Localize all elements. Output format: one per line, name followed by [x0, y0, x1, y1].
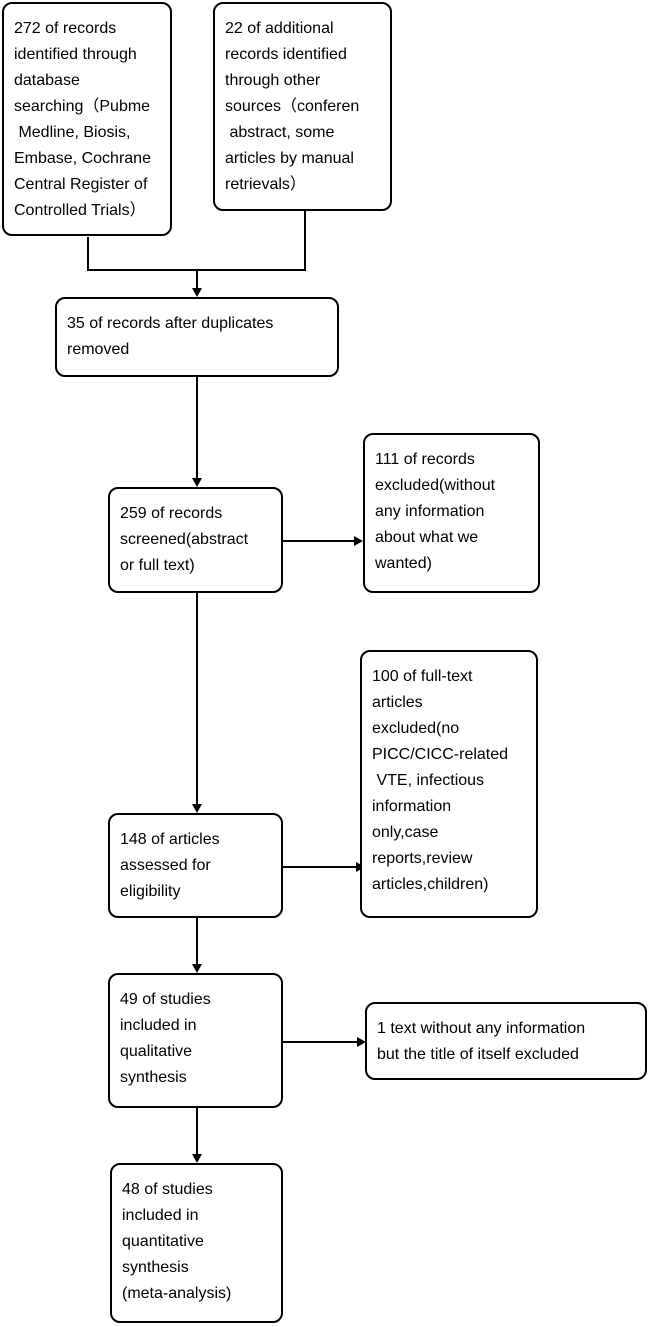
arrowhead-to-qualitative	[192, 964, 202, 973]
node-records-excluded: 111 of records excluded(without any info…	[363, 433, 540, 593]
arrowhead-to-duplicates	[192, 288, 202, 297]
node-records-identified-database-text: 272 of records identified through databa…	[14, 20, 151, 219]
node-records-other-sources: 22 of additional records identified thro…	[213, 2, 392, 211]
node-records-excluded-text: 111 of records excluded(without any info…	[375, 451, 496, 572]
arrowhead-to-screened	[192, 478, 202, 487]
node-quantitative-synthesis: 48 of studies included in quantitative s…	[110, 1163, 283, 1323]
arrowhead-to-assessed	[192, 804, 202, 813]
node-records-screened-text: 259 of records screened(abstract or full…	[120, 505, 249, 574]
node-records-after-duplicates: 35 of records after duplicates removed	[55, 297, 339, 377]
node-fulltext-excluded-text: 100 of full-text articles excluded(no PI…	[372, 668, 509, 893]
node-records-other-sources-text: 22 of additional records identified thro…	[225, 20, 360, 193]
node-qualitative-synthesis-text: 49 of studies included in qualitative sy…	[120, 991, 211, 1086]
node-records-identified-database: 272 of records identified through databa…	[2, 2, 172, 236]
arrowhead-to-excluded	[354, 536, 363, 546]
arrowhead-to-quantitative	[192, 1154, 202, 1163]
node-records-after-duplicates-text: 35 of records after duplicates removed	[67, 315, 274, 358]
node-articles-assessed-text: 148 of articles assessed for eligibility	[120, 831, 220, 900]
node-one-text-excluded: 1 text without any information but the t…	[365, 1002, 647, 1080]
node-articles-assessed: 148 of articles assessed for eligibility	[108, 813, 283, 918]
node-one-text-excluded-text: 1 text without any information but the t…	[377, 1020, 586, 1063]
node-qualitative-synthesis: 49 of studies included in qualitative sy…	[108, 973, 283, 1108]
node-records-screened: 259 of records screened(abstract or full…	[108, 487, 283, 593]
node-fulltext-excluded: 100 of full-text articles excluded(no PI…	[360, 650, 538, 918]
node-quantitative-synthesis-text: 48 of studies included in quantitative s…	[122, 1181, 232, 1302]
